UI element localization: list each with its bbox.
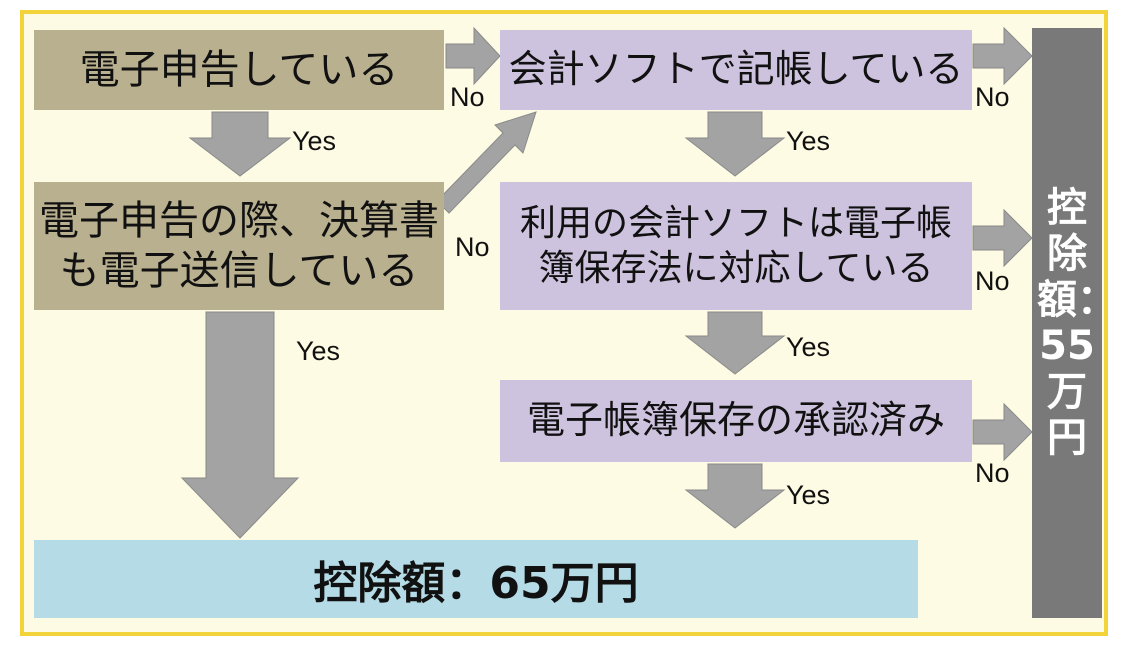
node-e-filing-statements: 電子申告の際、決算書 も電子送信している <box>34 182 444 310</box>
node-e-filing-statements-line-2: も電子送信している <box>59 248 419 294</box>
label-no-compliant: No <box>975 266 1010 296</box>
arrow-no-approved-right <box>972 402 1033 462</box>
label-no-approved: No <box>975 458 1010 488</box>
arrow-no-efiling-right <box>445 26 501 86</box>
label-no-statements: No <box>455 232 490 262</box>
arrow-yes-compliant-down <box>684 311 786 375</box>
node-e-filing-statements-line-1: 電子申告の際、決算書 <box>39 198 439 244</box>
arrow-yes-approved-down <box>684 463 786 529</box>
result-deduction-65: 控除額：65万円 <box>34 540 918 618</box>
node-software-compliant: 利用の会計ソフトは電子帳 簿保存法に対応している <box>500 182 972 310</box>
label-no-efiling: No <box>450 82 485 112</box>
label-yes-efiling: Yes <box>292 126 337 156</box>
label-no-software: No <box>975 82 1010 112</box>
label-yes-software: Yes <box>786 126 831 156</box>
arrow-yes-efiling-down <box>188 111 292 177</box>
node-approved: 電子帳簿保存の承認済み <box>500 380 972 462</box>
node-e-filing: 電子申告している <box>34 30 444 110</box>
diagram-frame <box>20 10 1108 636</box>
node-accounting-software: 会計ソフトで記帳している <box>500 30 972 110</box>
label-yes-approved: Yes <box>786 480 831 510</box>
label-yes-compliant: Yes <box>786 332 831 362</box>
arrow-no-software-right <box>972 26 1033 86</box>
node-software-compliant-line-1: 利用の会計ソフトは電子帳 <box>519 203 952 244</box>
arrow-yes-software-down <box>684 111 786 177</box>
node-software-compliant-line-2: 簿保存法に対応している <box>538 248 934 289</box>
label-yes-statements: Yes <box>296 336 341 366</box>
arrow-no-compliant-right <box>972 208 1033 268</box>
arrow-yes-statements-down <box>180 311 300 539</box>
arrow-no-statements-diagonal <box>436 111 537 214</box>
result-deduction-55: 控除額：55万円 <box>1032 28 1117 618</box>
